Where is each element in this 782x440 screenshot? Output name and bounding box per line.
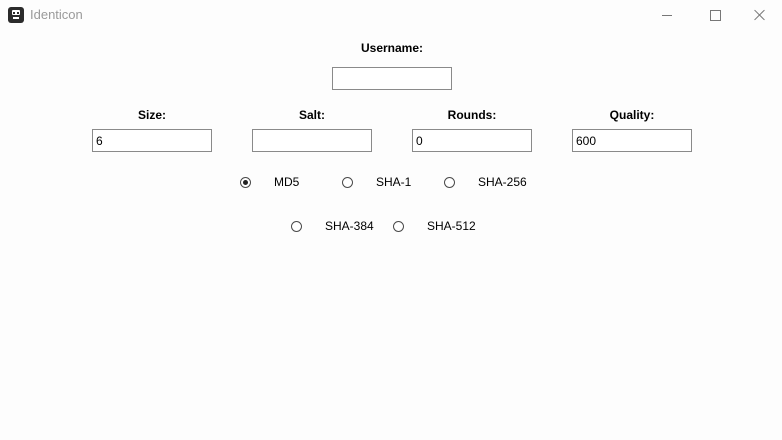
radio-label: MD5 [274, 175, 300, 189]
rounds-input[interactable] [412, 129, 532, 152]
maximize-button[interactable] [692, 0, 738, 30]
radio-label: SHA-256 [478, 175, 527, 189]
username-input[interactable] [332, 67, 452, 90]
radio-unchecked-icon [444, 176, 455, 188]
quality-input[interactable] [572, 129, 692, 152]
size-label: Size: [137, 108, 166, 122]
radio-checked-icon [240, 176, 251, 188]
salt-input[interactable] [252, 129, 372, 152]
quality-label: Quality: [609, 108, 655, 122]
radio-unchecked-icon [342, 176, 353, 188]
radio-label: SHA-512 [427, 219, 476, 233]
close-button[interactable] [737, 0, 782, 30]
radio-sha512[interactable]: SHA-512 [393, 219, 476, 233]
radio-sha256[interactable]: SHA-256 [444, 175, 527, 189]
username-label: Username: [360, 41, 424, 55]
radio-sha384[interactable]: SHA-384 [291, 219, 374, 233]
minimize-icon [662, 14, 672, 16]
radio-label: SHA-384 [325, 219, 374, 233]
radio-label: SHA-1 [376, 175, 412, 189]
maximize-icon [709, 9, 721, 21]
size-input[interactable] [92, 129, 212, 152]
app-icon [8, 7, 24, 23]
radio-md5[interactable]: MD5 [240, 175, 299, 189]
window-title: Identicon [30, 7, 83, 22]
radio-unchecked-icon [393, 220, 404, 232]
salt-label: Salt: [298, 108, 325, 122]
minimize-button[interactable] [644, 0, 690, 30]
rounds-label: Rounds: [447, 108, 497, 122]
radio-sha1[interactable]: SHA-1 [342, 175, 411, 189]
close-icon [754, 9, 766, 21]
title-bar: Identicon [0, 0, 782, 30]
radio-unchecked-icon [291, 220, 302, 232]
